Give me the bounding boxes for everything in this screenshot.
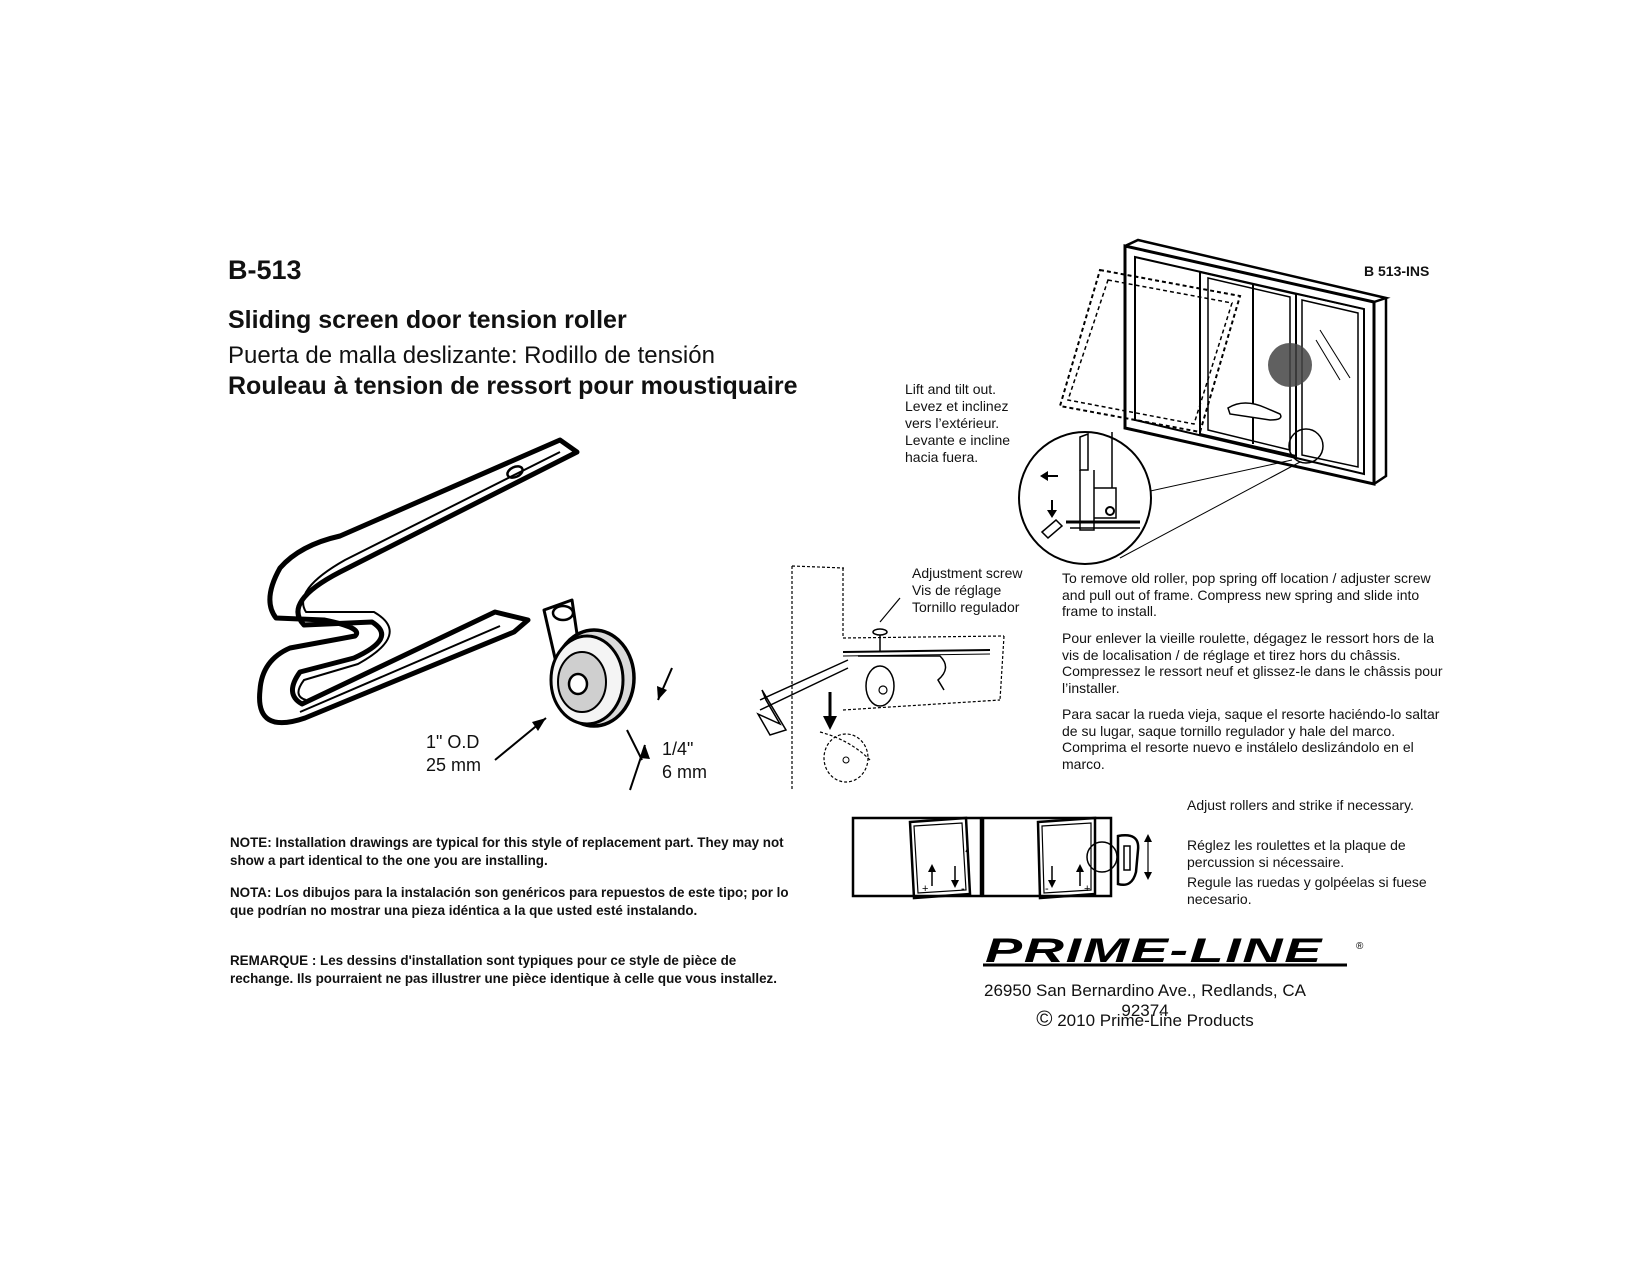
lift-tilt-label: Lift and tilt out. Levez et inclinez ver… xyxy=(905,381,1011,465)
instructions-english: To remove old roller, pop spring off loc… xyxy=(1062,570,1431,619)
copyright-symbol: © xyxy=(1036,1006,1053,1031)
instructions-spanish: Para sacar la rueda vieja, saque el reso… xyxy=(1062,706,1440,772)
brand-name: PRIME-LINE xyxy=(985,932,1324,970)
roller-width-label: 1/4" 6 mm xyxy=(662,739,707,782)
note-french: REMARQUE : Les dessins d'installation so… xyxy=(230,953,777,986)
company-address: 26950 San Bernardino Ave., Redlands, CA … xyxy=(984,981,1306,1020)
adjust-rollers-french: Réglez les roulettes et la plaque de per… xyxy=(1187,837,1406,870)
adjust-rollers-spanish: Regule las ruedas y golpéelas si fuese n… xyxy=(1187,874,1427,907)
note-spanish: NOTA: Los dibujos para la instalación so… xyxy=(230,885,789,918)
instructions-french: Pour enlever la vieille roulette, dégage… xyxy=(1062,630,1443,696)
registered-mark: ® xyxy=(1356,941,1364,952)
minus-mark: - xyxy=(1045,883,1049,895)
note-english: NOTE: Installation drawings are typical … xyxy=(230,835,784,868)
title-french: Rouleau à tension de ressort pour mousti… xyxy=(228,372,798,400)
outer-diameter-label: 1" O.D 25 mm xyxy=(426,732,482,775)
adjustment-screw-label: Adjustment screw Vis de réglage Tornillo… xyxy=(912,565,1023,615)
minus-mark: - xyxy=(961,883,965,895)
plus-mark: + xyxy=(922,883,928,895)
prime-line-logo: PRIME-LINE ® xyxy=(983,932,1364,970)
part-number: B-513 xyxy=(228,255,302,285)
adjust-rollers-english: Adjust rollers and strike if necessary. xyxy=(1187,797,1414,813)
title-english: Sliding screen door tension roller xyxy=(228,306,627,334)
document-id: B 513-INS xyxy=(1364,263,1430,279)
title-spanish: Puerta de malla deslizante: Rodillo de t… xyxy=(228,342,715,369)
copyright-line: © 2010 Prime-Line Products xyxy=(1036,1006,1254,1031)
plus-mark: + xyxy=(1084,883,1090,895)
